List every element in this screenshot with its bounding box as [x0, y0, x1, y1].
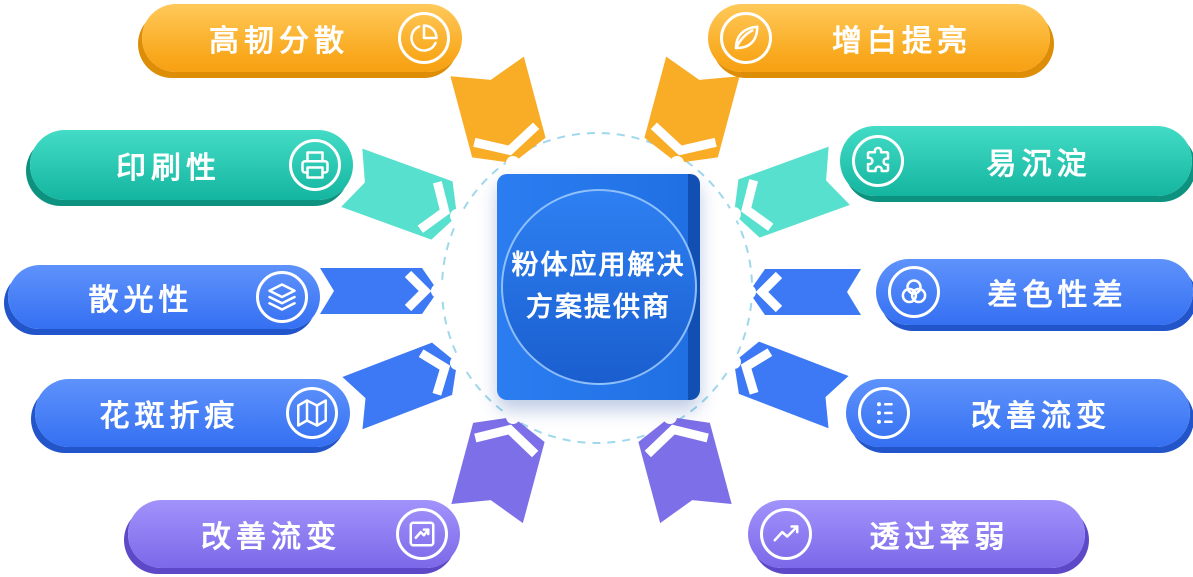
pill-label: 散光性 [88, 283, 194, 318]
arrow-bottom-right-purple [638, 417, 732, 524]
connector-dot [742, 285, 756, 299]
center-node: 粉体应用解决 方案提供商 [497, 174, 700, 400]
arrow-right-blue [749, 269, 861, 315]
pill-mottle-crease: 花斑折痕 [35, 379, 350, 447]
puzzle-icon [852, 135, 904, 187]
center-circle: 粉体应用解决 方案提供商 [500, 189, 697, 385]
pill-rheology-improve-right: 改善流变 [846, 379, 1190, 447]
connector-dot [727, 355, 741, 369]
trend-edit-icon [396, 508, 448, 560]
trend-chart-icon [760, 508, 812, 560]
arrow-top-right-orange [644, 56, 740, 163]
pill-low-transmittance: 透过率弱 [748, 500, 1085, 568]
pill-label: 花斑折痕 [99, 399, 240, 434]
arrow-lower-left-blue [342, 342, 457, 430]
pill-label: 改善流变 [201, 520, 341, 555]
connector-dot [431, 284, 445, 298]
arrow-left-teal [341, 148, 457, 240]
arrow-left-blue [320, 268, 438, 314]
center-title-line1: 粉体应用解决 [511, 250, 686, 282]
center-title-line2: 方案提供商 [526, 292, 671, 323]
pill-whitening-brightening: 增白提亮 [708, 4, 1050, 72]
color-circles-icon [888, 266, 940, 318]
flow-tune-icon [858, 387, 910, 439]
connector-dot [450, 356, 464, 370]
arrow-bottom-left-purple [451, 416, 545, 524]
map-icon [286, 387, 338, 439]
pill-label: 差色性差 [987, 278, 1128, 313]
connector-dot [670, 156, 684, 170]
printer-icon [289, 139, 341, 191]
pill-label: 增白提亮 [832, 24, 972, 59]
pie-chart-icon [398, 12, 450, 64]
pill-high-toughness-dispersion: 高韧分散 [142, 4, 462, 72]
pill-label: 高韧分散 [209, 24, 349, 59]
connector-dot [450, 209, 464, 223]
leaf-icon [720, 12, 772, 64]
layers-icon [256, 271, 308, 323]
pill-label: 透过率弱 [869, 520, 1010, 555]
connector-dot [506, 410, 520, 424]
connector-dot [663, 410, 677, 424]
arrow-lower-right-blue [734, 341, 849, 429]
pill-rheology-improve-left: 改善流变 [128, 500, 460, 568]
connector-dot [727, 207, 741, 221]
pill-label: 印刷性 [116, 151, 221, 186]
arrow-right-teal [734, 146, 850, 238]
pill-color-difference: 差色性差 [876, 259, 1193, 325]
pill-light-scattering: 散光性 [8, 265, 320, 329]
pill-label: 易沉淀 [986, 147, 1092, 182]
connector-dot [506, 156, 520, 170]
pill-printability: 印刷性 [30, 130, 353, 200]
pill-easy-sedimentation: 易沉淀 [840, 126, 1192, 196]
pill-label: 改善流变 [971, 399, 1111, 434]
arrow-top-left-orange [450, 56, 546, 163]
